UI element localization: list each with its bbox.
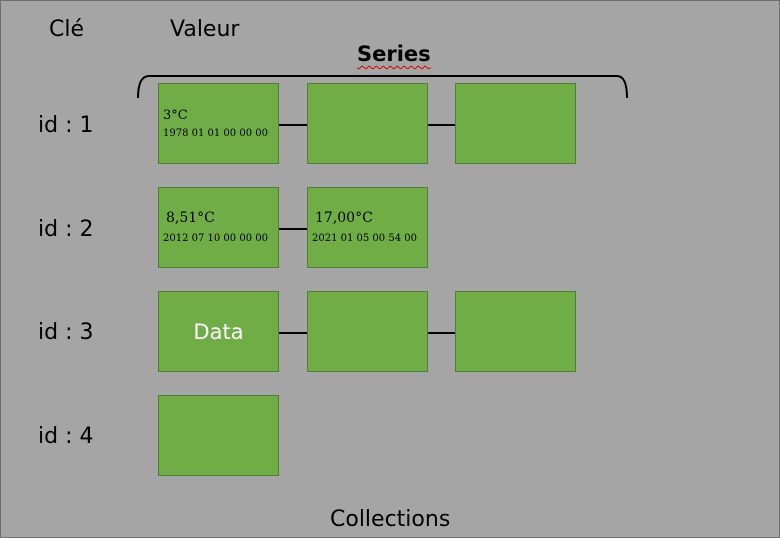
row-key-id-2: id : 2 bbox=[38, 217, 94, 242]
series-connector bbox=[279, 332, 307, 334]
series-node: 3°C 1978 01 01 00 00 00 bbox=[158, 83, 279, 164]
collections-label: Collections bbox=[330, 507, 451, 532]
series-node bbox=[307, 83, 428, 164]
value-column-header: Valeur bbox=[170, 17, 240, 42]
timestamp-value: 1978 01 01 00 00 00 bbox=[163, 128, 268, 139]
series-node bbox=[455, 291, 576, 372]
series-connector bbox=[279, 228, 307, 230]
temperature-value: 17,00°C bbox=[315, 210, 373, 226]
row-key-id-3: id : 3 bbox=[38, 320, 94, 345]
data-label: Data bbox=[193, 320, 244, 344]
row-key-id-1: id : 1 bbox=[38, 113, 94, 138]
series-connector bbox=[279, 124, 307, 126]
series-title: Series bbox=[357, 42, 431, 66]
series-connector bbox=[428, 124, 456, 126]
series-brace bbox=[137, 75, 628, 99]
series-node: 17,00°C 2021 01 05 00 54 00 bbox=[307, 187, 428, 268]
series-node: Data bbox=[158, 291, 279, 372]
series-node bbox=[307, 291, 428, 372]
series-connector bbox=[428, 332, 456, 334]
timestamp-value: 2021 01 05 00 54 00 bbox=[312, 233, 417, 244]
series-node: 8,51°C 2012 07 10 00 00 00 bbox=[158, 187, 279, 268]
row-key-id-4: id : 4 bbox=[38, 424, 94, 449]
temperature-value: 3°C bbox=[163, 108, 188, 123]
key-column-header: Clé bbox=[49, 17, 85, 42]
timestamp-value: 2012 07 10 00 00 00 bbox=[163, 233, 268, 244]
temperature-value: 8,51°C bbox=[166, 210, 215, 226]
series-node bbox=[455, 83, 576, 164]
series-node bbox=[158, 395, 279, 476]
